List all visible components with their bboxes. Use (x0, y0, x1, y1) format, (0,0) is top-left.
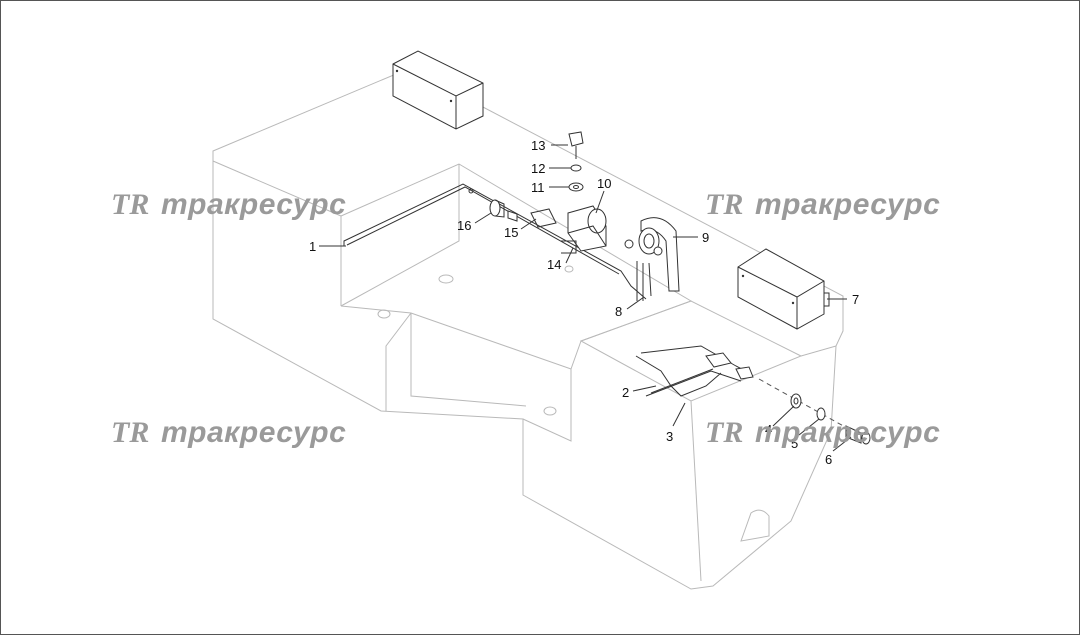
svg-text:3: 3 (666, 429, 673, 444)
watermark-bottom-right: TR тракресурс (705, 416, 940, 449)
svg-text:1: 1 (309, 239, 316, 254)
callout-3: 3 (666, 402, 686, 444)
svg-text:тракресурс: тракресурс (161, 188, 346, 221)
callout-1: 1 (309, 239, 346, 254)
horn-unit (624, 217, 680, 301)
watermark-top-left: TR тракресурс (111, 188, 346, 221)
callout-13: 13 (531, 138, 568, 153)
svg-text:16: 16 (457, 218, 471, 233)
watermark-top-right: TR тракресурс (705, 188, 940, 221)
svg-text:10: 10 (597, 176, 611, 191)
svg-text:6: 6 (825, 452, 832, 467)
svg-text:2: 2 (622, 385, 629, 400)
svg-text:4: 4 (765, 422, 772, 437)
right-harness (635, 345, 754, 397)
callout-2: 2 (622, 385, 657, 400)
callout-15: 15 (504, 218, 537, 240)
svg-text:9: 9 (702, 230, 709, 245)
fastener-group (758, 378, 871, 445)
svg-text:тракресурс: тракресурс (161, 416, 346, 449)
callout-8: 8 (615, 296, 645, 319)
callout-5: 5 (791, 418, 820, 451)
callout-4: 4 (765, 405, 795, 437)
svg-text:TR: TR (111, 416, 149, 449)
svg-text:5: 5 (791, 436, 798, 451)
svg-text:15: 15 (504, 225, 518, 240)
svg-text:8: 8 (615, 304, 622, 319)
relay-unit (561, 205, 607, 254)
callout-9: 9 (673, 230, 709, 245)
svg-text:11: 11 (531, 180, 545, 195)
callout-12: 12 (531, 161, 571, 176)
callout-7: 7 (827, 292, 859, 307)
callout-6: 6 (825, 436, 852, 467)
callout-10: 10 (595, 176, 611, 214)
svg-text:7: 7 (852, 292, 859, 307)
svg-text:TR: TR (705, 188, 743, 221)
watermark-bottom-left: TR тракресурс (111, 416, 346, 449)
svg-text:12: 12 (531, 161, 545, 176)
cover-box-right (737, 248, 830, 330)
callout-16: 16 (457, 212, 492, 233)
bolt-stack (568, 131, 584, 192)
frame-body (212, 73, 844, 590)
svg-text:тракресурс: тракресурс (755, 416, 940, 449)
cover-box-top (392, 50, 484, 130)
callouts: 1 2 3 4 5 6 7 8 9 10 11 12 13 14 15 16 (309, 138, 859, 467)
svg-text:TR: TR (705, 416, 743, 449)
harness-line (343, 183, 647, 300)
callout-14: 14 (547, 247, 574, 272)
callout-11: 11 (531, 180, 569, 195)
svg-text:TR: TR (111, 188, 149, 221)
svg-text:13: 13 (531, 138, 545, 153)
svg-text:тракресурс: тракресурс (755, 188, 940, 221)
svg-text:14: 14 (547, 257, 561, 272)
connector-group (468, 188, 557, 228)
